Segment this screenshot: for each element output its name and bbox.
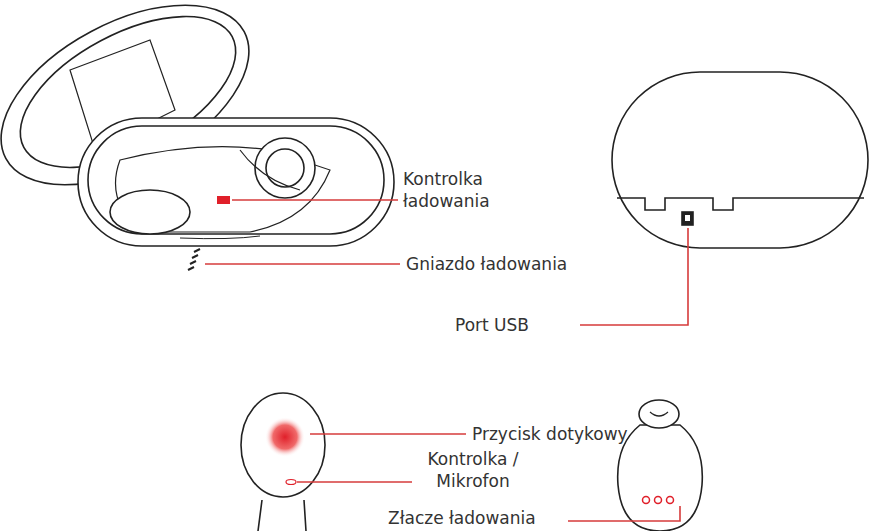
part-label: Przycisk dotykowy [472, 423, 702, 445]
earbud-front [241, 393, 325, 531]
part-label: Złacze ładowania [388, 507, 568, 529]
part-label: Port USB [455, 314, 575, 336]
leader-lines [205, 200, 688, 521]
part-label: Gniazdo ładowania [406, 253, 646, 275]
earbud-back [618, 400, 703, 531]
part-label: Kontrolka ładowania [403, 168, 538, 212]
open-case [0, 0, 394, 270]
closed-case [612, 72, 868, 248]
charge-led [217, 196, 230, 204]
part-label: Kontrolka / Mikrofon [418, 448, 528, 492]
